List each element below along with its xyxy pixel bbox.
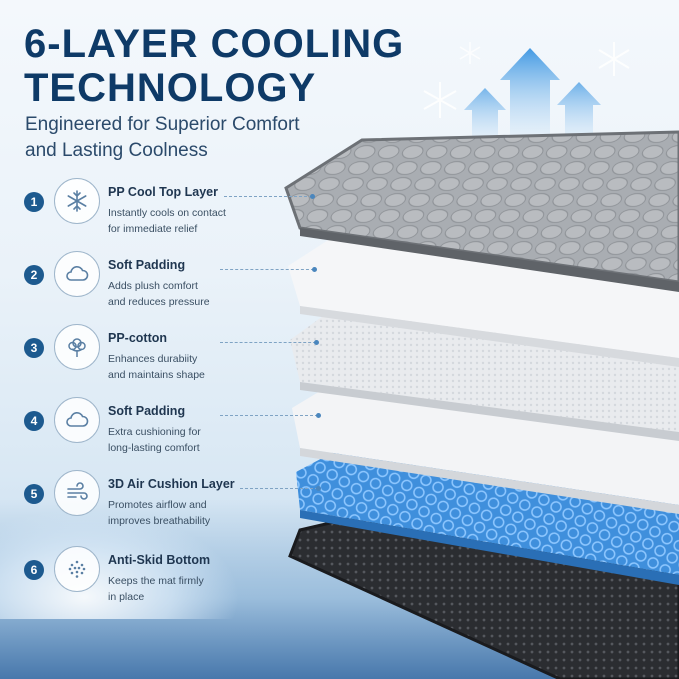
feature-description-line: Enhances durabiity <box>108 353 198 365</box>
snowflake-icon <box>423 82 457 118</box>
headline: 6-LAYER COOLING TECHNOLOGY <box>24 22 404 110</box>
feature-title: Soft Padding <box>108 258 186 272</box>
feature-soft-padding-extra: 4 Soft Padding Extra cushioning for long… <box>24 397 321 469</box>
feature-description: Enhances durabiity and maintains shape <box>108 351 258 383</box>
feature-description-line: Instantly cools on contact <box>108 207 226 219</box>
icon-badge <box>54 546 100 592</box>
cloud-icon <box>66 266 89 281</box>
dots-grip-icon <box>68 560 86 578</box>
leader-line <box>224 193 315 199</box>
icon-badge <box>54 178 100 224</box>
icon-badge <box>54 397 100 443</box>
feature-description-line: Keeps the mat firmly <box>108 575 204 587</box>
icon-badge <box>54 251 100 297</box>
step-number-badge: 2 <box>24 265 44 285</box>
leader-line <box>240 485 321 491</box>
feature-description-line: for immediate relief <box>108 223 198 235</box>
snowflake-icon <box>67 190 87 212</box>
step-number-badge: 3 <box>24 338 44 358</box>
feature-pp-cotton: 3 PP-cotton Enhances durabiity and maint… <box>24 324 319 396</box>
feature-description: Extra cushioning for long-lasting comfor… <box>108 424 258 456</box>
headline-line-1: 6-LAYER COOLING <box>24 22 405 66</box>
step-number-badge: 4 <box>24 411 44 431</box>
feature-description: Keeps the mat firmly in place <box>108 573 258 605</box>
feature-description-line: Promotes airflow and <box>108 499 207 511</box>
step-number-badge: 5 <box>24 484 44 504</box>
snowflake-icon <box>459 42 481 64</box>
subheadline-line-1: Engineered for Superior Comfort <box>25 114 300 135</box>
feature-title: 3D Air Cushion Layer <box>108 477 235 491</box>
leader-line <box>220 266 317 272</box>
feature-anti-skid-bottom: 6 Anti-Skid Bottom Keeps the mat firmly … <box>24 546 284 618</box>
cool-top-layer <box>284 130 679 292</box>
feature-description-line: Adds plush comfort <box>108 280 198 292</box>
feature-pp-cool-top-layer: 1 PP Cool Top Layer Instantly cools on c… <box>24 178 315 250</box>
feature-description-line: improves breathability <box>108 515 211 527</box>
feature-title: Anti-Skid Bottom <box>108 553 211 567</box>
feature-title: Soft Padding <box>108 404 186 418</box>
feature-description: Promotes airflow and improves breathabil… <box>108 497 258 529</box>
airflow-icon <box>67 482 88 500</box>
subheadline: Engineered for Superior Comfort and Last… <box>25 112 300 164</box>
feature-description-line: and maintains shape <box>108 369 205 381</box>
feature-soft-padding: 2 Soft Padding Adds plush comfort and re… <box>24 251 317 323</box>
headline-line-2: TECHNOLOGY <box>24 66 317 110</box>
icon-badge <box>54 470 100 516</box>
step-number-badge: 1 <box>24 192 44 212</box>
feature-description-line: Extra cushioning for <box>108 426 201 438</box>
feature-title: PP-cotton <box>108 331 168 345</box>
feature-title: PP Cool Top Layer <box>108 185 218 199</box>
feature-3d-air-cushion-layer: 5 3D Air Cushion Layer Promotes airflow … <box>24 470 321 542</box>
leader-line <box>220 412 321 418</box>
step-number-badge: 6 <box>24 560 44 580</box>
snowflake-icon <box>598 42 630 76</box>
feature-description-line: in place <box>108 591 145 603</box>
cotton-icon <box>68 338 86 357</box>
cloud-icon <box>66 412 89 427</box>
feature-description: Adds plush comfort and reduces pressure <box>108 278 258 310</box>
feature-description-line: and reduces pressure <box>108 296 210 308</box>
icon-badge <box>54 324 100 370</box>
subheadline-line-2: and Lasting Coolness <box>25 140 208 161</box>
leader-line <box>220 339 319 345</box>
feature-description: Instantly cools on contact for immediate… <box>108 205 258 237</box>
feature-description-line: long-lasting comfort <box>108 442 200 454</box>
